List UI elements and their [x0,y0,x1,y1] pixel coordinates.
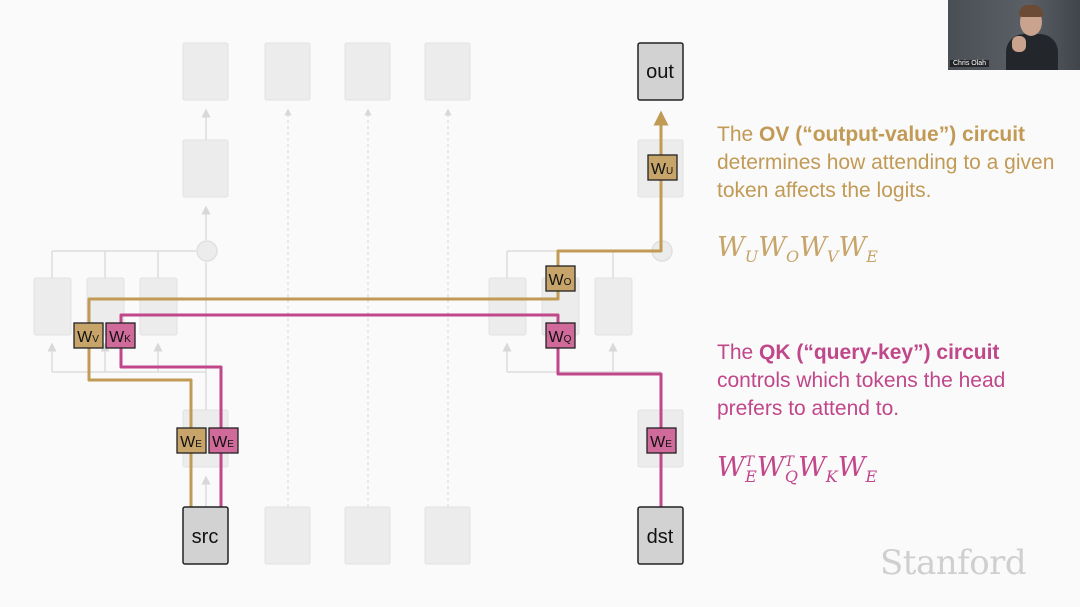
node-src-label: src [192,526,219,548]
svg-text:WU: WU [651,161,673,178]
ov-body: determines how attending to a given toke… [717,151,1055,202]
weight-wq-base: W [549,329,565,346]
weight-we-src-qk-base: W [212,434,228,451]
node-out-label: out [646,61,674,83]
svg-text:WO: WO [549,272,572,289]
weight-wu: WU [647,154,678,181]
weight-we-src-ov-base: W [180,434,196,451]
weight-we-src-qk: WE [208,427,239,454]
weight-wv-base: W [77,329,93,346]
svg-text:WQ: WQ [549,329,572,346]
svg-text:WE: WE [212,434,234,451]
weight-wu-sub: U [666,166,673,177]
weight-wv: WV [73,322,104,349]
ov-formula: WUWOWVWE [717,232,878,266]
weight-wk-base: W [109,329,125,346]
qk-prefix: The [717,341,760,364]
qk-title: QK (“query-key”) circuit [759,341,1000,364]
ov-circuit-path [87,110,669,507]
ov-formula-term-1: WU [717,232,759,266]
weight-wu-base: W [651,161,667,178]
ov-title: OV (“output-value”) circuit [759,123,1026,146]
svg-text:WE: WE [650,434,672,451]
weight-we-dst: WE [646,427,677,454]
qk-formula-term-1: WTE [717,452,757,486]
weight-wq-sub: Q [564,334,572,345]
ghost-background [33,42,684,565]
stanford-watermark: Stanford [880,543,1027,583]
ghost-box-bottom-2 [264,506,311,565]
weight-we-dst-sub: E [665,439,672,450]
svg-text:WE: WE [180,434,202,451]
ov-explanation: The OV (“output-value”) circuit determin… [717,121,1067,205]
ghost-dashed-columns [284,108,452,507]
qk-formula-term-4: WE [837,452,878,486]
qk-circuit-path [119,313,663,507]
ghost-head-right-3 [594,277,633,336]
ghost-head-left-3 [139,277,178,336]
weight-wv-sub: V [92,334,99,345]
ghost-box-bottom-3 [344,506,391,565]
qk-body: controls which tokens the head prefers t… [717,369,1006,420]
weight-wq: WQ [545,322,576,349]
weight-wo: WO [545,265,576,292]
weight-wo-sub: O [564,277,572,288]
svg-text:WK: WK [109,329,131,346]
speaker-hair [1019,5,1043,17]
ghost-box-top-1 [182,42,229,101]
speaker-name: Chris Olah [950,60,990,67]
ghost-box-bottom-4 [424,506,471,565]
ov-formula-term-2: WO [758,232,800,266]
ghost-head-right-1 [488,277,527,336]
node-dst-label: dst [647,526,674,548]
weight-wk: WK [105,322,136,349]
qk-explanation: The QK (“query-key”) circuit controls wh… [717,339,1067,423]
svg-text:WV: WV [77,329,99,346]
speaker-hand [1012,36,1026,52]
ghost-head-left-1 [33,277,72,336]
ghost-box-top-3 [344,42,391,101]
node-out: out [637,42,684,101]
node-src: src [182,506,229,565]
weight-we-src-ov-sub: E [195,439,202,450]
speaker-webcam: Chris Olah [948,0,1080,70]
ov-formula-term-3: WV [799,232,839,266]
ov-prefix: The [717,123,760,146]
qk-formula-term-3: WK [798,452,838,486]
qk-formula: WTEWTQWKWE [717,452,877,486]
weight-we-src-qk-sub: E [227,439,234,450]
ghost-box-mlp [182,139,229,198]
weight-we-src-ov: WE [176,427,207,454]
ov-formula-term-4: WE [838,232,878,266]
ghost-box-top-2 [264,42,311,101]
node-dst: dst [637,506,684,565]
qk-formula-term-2: WTQ [756,452,799,486]
weight-we-dst-base: W [650,434,666,451]
ghost-box-top-4 [424,42,471,101]
weight-wo-base: W [549,272,565,289]
weight-wk-sub: K [124,334,131,345]
